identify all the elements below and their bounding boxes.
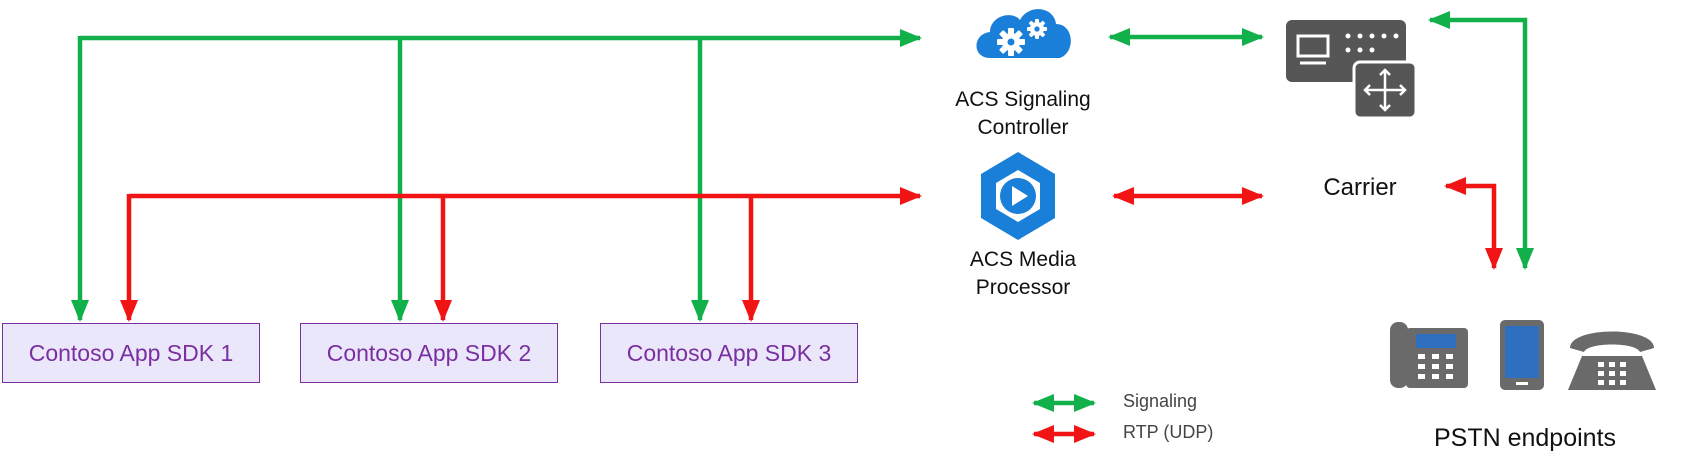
sdk-box-1: Contoso App SDK 1 <box>2 323 260 383</box>
rtp-carrier-pstn-link <box>1444 177 1503 270</box>
desk-phone-icon <box>1390 322 1468 388</box>
sdk-box-2: Contoso App SDK 2 <box>300 323 558 383</box>
rtp-lines <box>120 177 1503 322</box>
carrier-switch-router-icon <box>1286 20 1418 120</box>
pstn-endpoints-label: PSTN endpoints <box>1433 424 1617 452</box>
carrier-label: Carrier <box>1323 174 1397 201</box>
cloud-gears-icon <box>976 9 1071 59</box>
signaling-carrier-pstn-link <box>1428 11 1534 270</box>
sdk-box-3: Contoso App SDK 3 <box>600 323 858 383</box>
signaling-controller-label: ACS Signaling Controller <box>955 88 1091 139</box>
rotary-phone-icon <box>1568 331 1656 390</box>
legend-signaling-label: Signaling <box>1123 391 1198 411</box>
media-play-hexagon-icon <box>981 152 1055 240</box>
media-processor-label: ACS Media Processor <box>969 248 1077 299</box>
mobile-phone-icon <box>1500 320 1544 390</box>
signaling-lines <box>71 11 1534 322</box>
legend-rtp-label: RTP (UDP) <box>1123 422 1214 442</box>
